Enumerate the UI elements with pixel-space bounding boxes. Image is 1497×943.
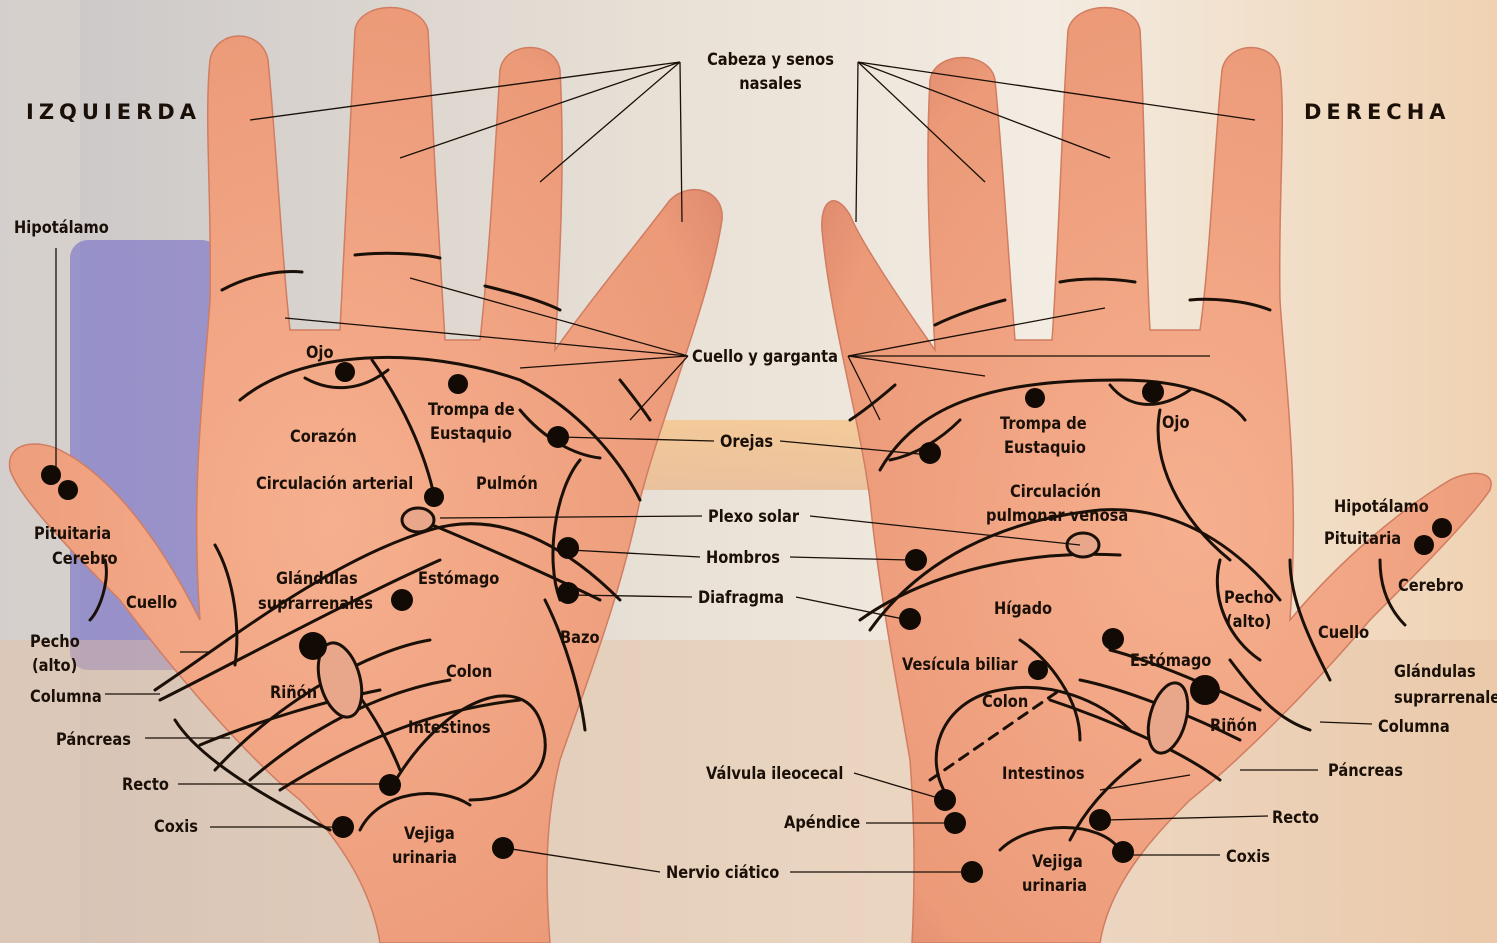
ears-label: Orejas <box>720 432 774 452</box>
right-coccyx-label: Coxis <box>1226 847 1270 867</box>
right-eye-point <box>1142 381 1164 403</box>
right-intestines-label: Intestinos <box>1002 764 1085 784</box>
right-colon-label: Colon <box>982 692 1029 712</box>
right-stomach-label: Estómago <box>1130 651 1212 671</box>
left-spine-label: Columna <box>30 687 102 707</box>
left-chest-label-2: (alto) <box>32 656 78 676</box>
left-pituitary-label: Pituitaria <box>34 524 112 544</box>
right-chest-label-2: (alto) <box>1226 612 1272 632</box>
left-spleen-label: Bazo <box>560 628 600 648</box>
left-eye-label: Ojo <box>306 343 334 363</box>
right-eustachian-point <box>1025 388 1045 408</box>
right-coccyx-point <box>1112 841 1134 863</box>
left-lung-label: Pulmón <box>476 474 538 494</box>
left-hypothalamus-label: Hipotálamo <box>14 218 109 238</box>
left-ears-point <box>547 426 569 448</box>
left-sciatic-point <box>492 837 514 859</box>
left-eustachian-point <box>448 374 468 394</box>
left-kidney-label: Riñón <box>270 683 318 703</box>
reflex-points <box>41 362 1452 883</box>
right-bladder-label-1: Vejiga <box>1032 852 1083 872</box>
right-brain-label: Cerebro <box>1398 576 1464 596</box>
right-kidney-shape <box>1146 681 1190 755</box>
left-eye-point <box>335 362 355 382</box>
solar-plexus-label: Plexo solar <box>708 507 800 527</box>
right-adrenal-label-2: suprarrenales <box>1394 688 1497 708</box>
right-rectum-label: Recto <box>1272 808 1319 828</box>
right-eye-label: Ojo <box>1162 413 1190 433</box>
left-rectum-label: Recto <box>122 775 169 795</box>
right-pancreas-label: Páncreas <box>1328 761 1403 781</box>
right-hypothalamus-point <box>1432 518 1452 538</box>
right-gallbladder-point <box>1028 660 1048 680</box>
left-brain-label: Cerebro <box>52 549 118 569</box>
right-adrenal-label-1: Glándulas <box>1394 662 1476 682</box>
right-bladder-label-2: urinaria <box>1022 876 1087 896</box>
ileocecal-valve-label: Válvula ileocecal <box>706 764 844 784</box>
right-eustachian-label-2: Eustaquio <box>1004 438 1086 458</box>
right-solar-plexus-shape <box>1065 531 1101 559</box>
neck-throat-label: Cuello y garganta <box>692 347 838 367</box>
left-kidney-shape <box>316 641 364 719</box>
right-ears-point <box>919 442 941 464</box>
right-shoulders-point <box>905 549 927 571</box>
right-hypothalamus-label: Hipotálamo <box>1334 497 1429 517</box>
left-eustachian-label-1: Trompa de <box>428 400 515 420</box>
right-stomach-point <box>1102 628 1124 650</box>
left-neck-label: Cuello <box>126 593 178 613</box>
sciatic-nerve-label: Nervio ciático <box>666 863 780 883</box>
right-adrenal-point <box>1190 675 1220 705</box>
leader-lines <box>55 61 1373 873</box>
left-solar-plexus-shape <box>400 506 436 534</box>
diaphragm-label: Diafragma <box>698 588 785 608</box>
left-side-title: IZQUIERDA <box>26 100 201 124</box>
head-sinus-label: Cabeza y senos nasales <box>707 50 834 94</box>
right-gallbladder-label: Vesícula biliar <box>902 655 1018 675</box>
right-side-title: DERECHA <box>1304 100 1451 124</box>
right-kidney-label: Riñón <box>1210 716 1258 736</box>
left-arterial-point <box>424 487 444 507</box>
left-stomach-label: Estómago <box>418 569 500 589</box>
right-hand <box>821 6 1492 943</box>
left-shoulders-point <box>557 537 579 559</box>
left-bladder-label-1: Vejiga <box>404 824 455 844</box>
right-chest-label-1: Pecho <box>1224 588 1274 608</box>
left-eustachian-label-2: Eustaquio <box>430 424 512 444</box>
left-hypothalamus-point <box>41 465 61 485</box>
left-diaphragm-point <box>557 582 579 604</box>
left-intestines-label: Intestinos <box>408 718 491 738</box>
shoulders-label: Hombros <box>706 548 780 568</box>
left-rectum-point <box>379 774 401 796</box>
left-coccyx-point <box>332 816 354 838</box>
left-arterial-circulation-label: Circulación arterial <box>256 474 414 494</box>
organ-shapes <box>316 506 1190 755</box>
right-venous-label-1: Circulación <box>1010 482 1102 502</box>
left-stomach-point <box>391 589 413 611</box>
right-pituitary-label: Pituitaria <box>1324 529 1402 549</box>
right-liver-label: Hígado <box>994 599 1053 619</box>
right-eustachian-label-1: Trompa de <box>1000 414 1087 434</box>
left-bladder-label-2: urinaria <box>392 848 457 868</box>
right-neck-label: Cuello <box>1318 623 1370 643</box>
left-chest-label-1: Pecho <box>30 632 80 652</box>
right-ileocecal-point <box>934 789 956 811</box>
right-pituitary-point <box>1414 535 1434 555</box>
left-pancreas-label: Páncreas <box>56 730 131 750</box>
left-heart-label: Corazón <box>290 427 357 447</box>
left-adrenal-label-2: suprarrenales <box>258 594 373 614</box>
left-pituitary-point <box>58 480 78 500</box>
left-colon-label: Colon <box>446 662 493 682</box>
right-spine-label: Columna <box>1378 717 1450 737</box>
right-venous-label-2: pulmonar venosa <box>986 506 1129 526</box>
appendix-label: Apéndice <box>784 813 861 833</box>
left-adrenal-label-1: Glándulas <box>276 569 358 589</box>
left-adrenal-point <box>299 632 327 660</box>
right-appendix-point <box>944 812 966 834</box>
right-sciatic-point <box>961 861 983 883</box>
right-rectum-point <box>1089 809 1111 831</box>
right-diaphragm-point <box>899 608 921 630</box>
left-coccyx-label: Coxis <box>154 817 198 837</box>
